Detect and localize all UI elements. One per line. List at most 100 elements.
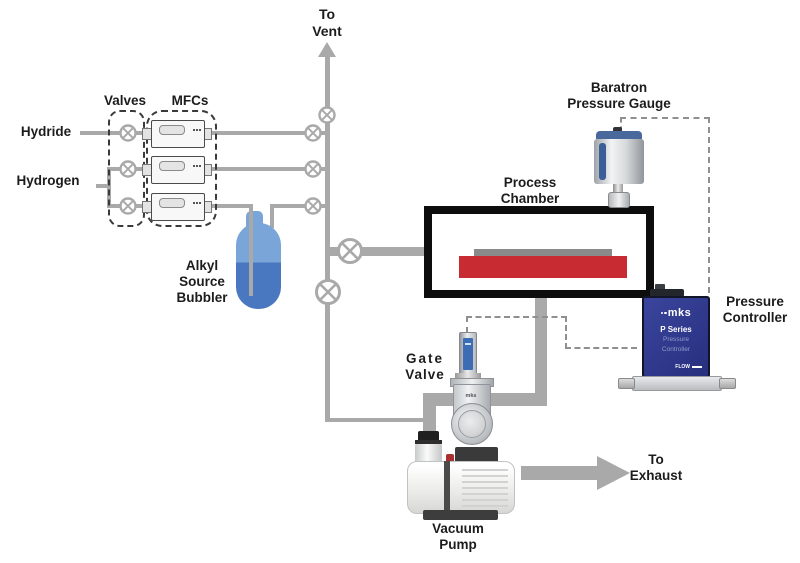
pump-inlet-cylinder bbox=[415, 444, 442, 465]
controller-label-line: Pressure bbox=[726, 294, 784, 309]
mfc-hydride bbox=[142, 119, 212, 148]
pipe-bypass-to-pump bbox=[325, 418, 433, 422]
control-line-to-controller bbox=[565, 347, 637, 349]
bubbler-dip-tube bbox=[249, 206, 253, 296]
gatevalve-collar bbox=[455, 373, 481, 379]
controller-top-connector bbox=[655, 284, 665, 291]
pipe-bubbler-outlet-h bbox=[270, 204, 330, 208]
gate-valve-label: Gate Valve bbox=[394, 351, 456, 383]
control-line-gatevalve bbox=[466, 316, 468, 333]
gauge-stem bbox=[613, 184, 623, 193]
hydride-label: Hydride bbox=[20, 124, 72, 139]
to-vent-line: To bbox=[318, 6, 336, 22]
bypass-valve-icon bbox=[315, 279, 341, 305]
gatevalve-label-line: Valve bbox=[405, 367, 445, 382]
pipe-pump-inlet bbox=[423, 393, 436, 441]
pump-base bbox=[423, 510, 498, 520]
susceptor-heater bbox=[459, 256, 627, 278]
device-subtitle: Pressure bbox=[662, 336, 689, 343]
exhaust-label-line: Exhaust bbox=[629, 468, 683, 483]
bubbler-label-line: Bubbler bbox=[176, 290, 228, 305]
mks-logo: mks bbox=[660, 307, 692, 319]
control-line-gatevalve bbox=[466, 316, 567, 318]
valve-icon bbox=[304, 197, 322, 215]
mks-logo-dot-icon bbox=[664, 311, 667, 315]
pipe-vent-riser bbox=[325, 56, 330, 422]
valve-icon bbox=[304, 160, 322, 178]
pipe-bubbler-outlet-v bbox=[270, 206, 274, 228]
gauge-label-line: Pressure Gauge bbox=[567, 96, 671, 111]
pump-stripe bbox=[444, 461, 450, 512]
gauge-label-line: Baratron bbox=[590, 80, 648, 95]
pump-oil-cap bbox=[446, 454, 454, 463]
gauge-top-knob bbox=[613, 127, 622, 133]
badge-bar-icon bbox=[692, 365, 702, 369]
bubbler-label-line: Source bbox=[179, 274, 225, 289]
vent-valve-icon bbox=[318, 106, 336, 124]
valve-icon bbox=[119, 124, 137, 142]
mfc-hydrogen-2 bbox=[142, 192, 212, 221]
alkyl-source-bubbler-label: Alkyl Source Bubbler bbox=[168, 258, 236, 306]
device-subtitle: Controller bbox=[661, 346, 691, 353]
control-line-gauge-to-controller bbox=[708, 117, 710, 293]
exhaust-arrow-shaft bbox=[521, 466, 597, 480]
pipe-chamber-exhaust bbox=[535, 294, 547, 406]
valve-icon bbox=[304, 124, 322, 142]
gauge-label-stripe bbox=[599, 143, 606, 180]
controller-fitting-right bbox=[719, 378, 736, 389]
controller-fitting-left bbox=[618, 378, 635, 389]
gauge-top-cap bbox=[596, 131, 642, 140]
pump-fins bbox=[462, 465, 508, 509]
valves-label: Valves bbox=[103, 93, 147, 108]
mks-logo-dot-icon bbox=[660, 311, 664, 315]
to-vent-label: To Vent bbox=[297, 6, 357, 40]
pump-label-line: Vacuum bbox=[432, 521, 484, 536]
gatevalve-label-line: Gate bbox=[405, 351, 444, 366]
pipe-hydrogen-mid-line bbox=[111, 167, 330, 171]
mfc-connector-dots-icon bbox=[193, 202, 195, 204]
mfc-display-icon bbox=[159, 125, 185, 135]
mfc-body bbox=[151, 156, 205, 184]
mfc-body bbox=[151, 120, 205, 148]
chamber-label-line: Process bbox=[503, 175, 557, 190]
pump-inlet-lip bbox=[415, 440, 442, 444]
gatevalve-brand-text: mks bbox=[465, 393, 477, 399]
hydrogen-label: Hydrogen bbox=[16, 173, 80, 188]
substrate-plate bbox=[474, 249, 612, 256]
pipe-chamber-feed bbox=[327, 247, 426, 256]
to-vent-line: Vent bbox=[312, 23, 342, 39]
bubbler-body bbox=[236, 223, 281, 309]
gatevalve-actuator-label bbox=[463, 338, 473, 370]
control-line-gatevalve bbox=[565, 316, 567, 349]
pressure-controller-label: Pressure Controller bbox=[712, 294, 798, 326]
mfc-display-icon bbox=[159, 161, 185, 171]
chamber-label-line: Chamber bbox=[500, 191, 560, 206]
controller-label-line: Controller bbox=[722, 310, 788, 325]
process-chamber-label: Process Chamber bbox=[486, 175, 574, 207]
mfc-body bbox=[151, 193, 205, 221]
valve-icon bbox=[119, 197, 137, 215]
bubbler-label-line: Alkyl bbox=[185, 258, 219, 273]
pump-label-line: Pump bbox=[439, 537, 477, 552]
gatevalve-actuator-label-line bbox=[465, 343, 471, 345]
mfc-hydrogen-1 bbox=[142, 155, 212, 184]
mfc-display-icon bbox=[159, 198, 185, 208]
vacuum-pump-label: Vacuum Pump bbox=[418, 521, 498, 553]
mfc-connector-dots-icon bbox=[193, 165, 195, 167]
gauge-fitting-nut bbox=[608, 192, 630, 208]
controller-base bbox=[632, 376, 722, 391]
badge-text: FLOW bbox=[675, 364, 690, 370]
vent-arrowhead-icon bbox=[318, 42, 336, 57]
to-exhaust-label: To Exhaust bbox=[616, 452, 696, 484]
control-line-gauge bbox=[620, 117, 622, 132]
baratron-gauge-label: Baratron Pressure Gauge bbox=[553, 80, 685, 112]
pressure-controller-device: mks P Series Pressure Controller FLOW bbox=[642, 296, 710, 378]
exhaust-arrowhead-icon bbox=[597, 456, 630, 490]
pipe-hydrogen-stub bbox=[96, 184, 109, 188]
mfc-connector-dots-icon bbox=[193, 129, 195, 131]
chamber-feed-valve-icon bbox=[337, 238, 363, 264]
valve-icon bbox=[119, 160, 137, 178]
pump-motor-block bbox=[455, 447, 498, 464]
model-text: P Series bbox=[660, 325, 692, 334]
